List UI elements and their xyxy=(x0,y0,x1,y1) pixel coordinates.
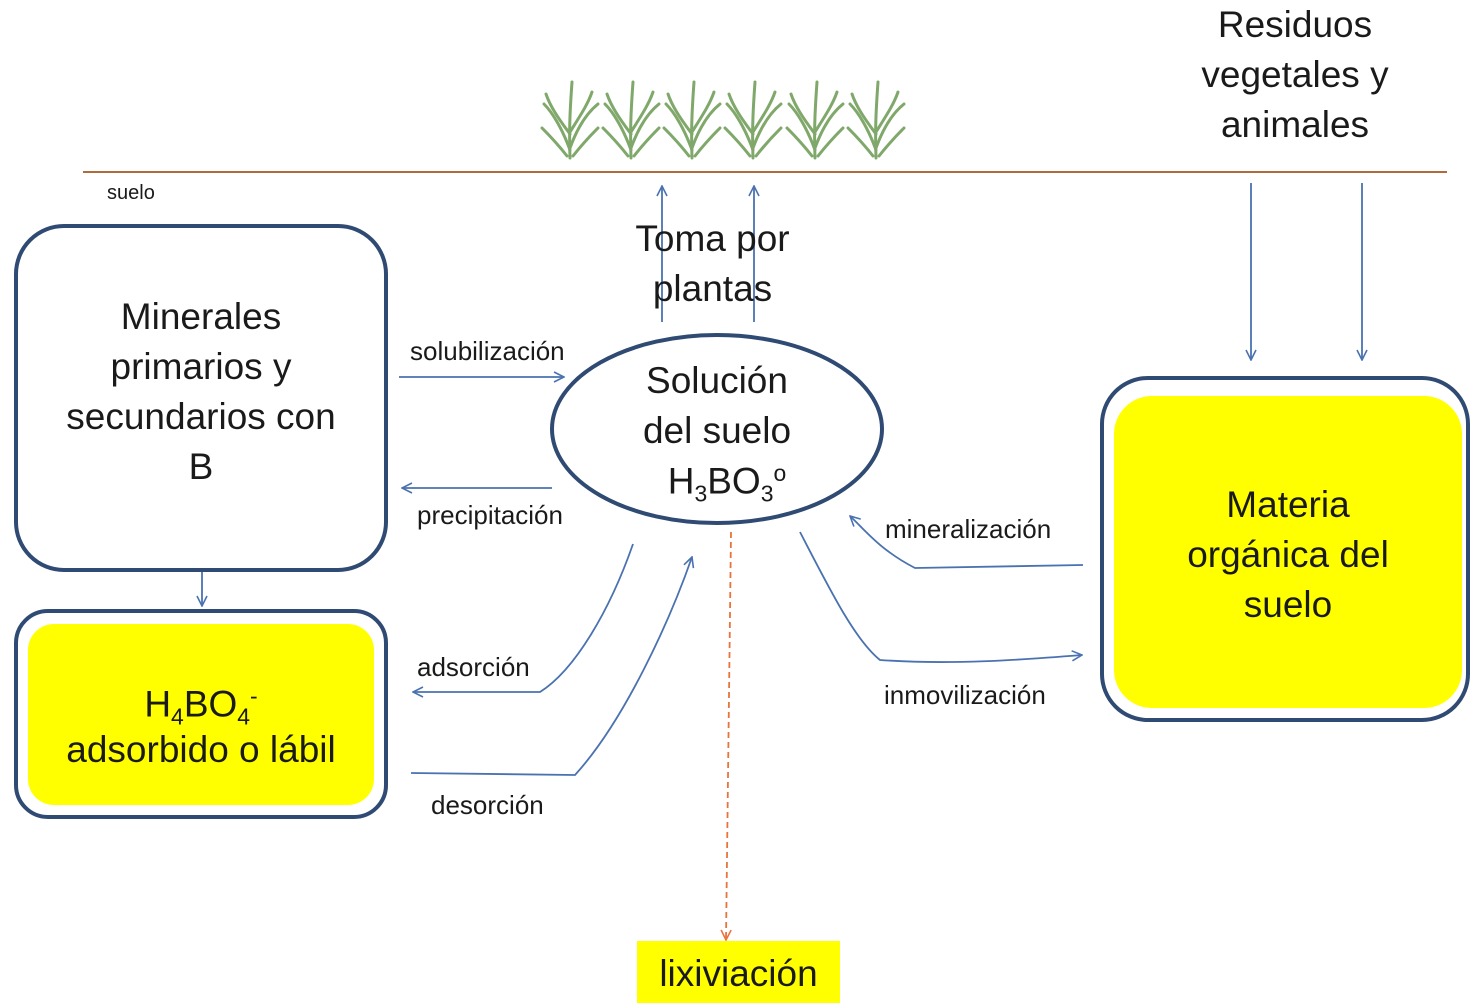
immobilization-label: inmovilización xyxy=(884,680,1046,710)
leaching-label: lixiviación xyxy=(659,953,818,994)
plant-icon xyxy=(601,80,661,160)
solution-formula: H3BO3o xyxy=(667,460,787,507)
plant-icon xyxy=(846,80,906,160)
mineralization-arrow xyxy=(850,516,1084,569)
immobilization-arrow xyxy=(799,531,1082,663)
uptake-label: Toma por plantas xyxy=(635,218,790,309)
solubilization-label: solubilización xyxy=(410,336,565,366)
minerals-label: Minerales primarios y secundarios con B xyxy=(66,296,336,487)
soil-solution-label: Solución del suelo H3BO3o xyxy=(597,362,837,512)
adsorption-label: adsorción xyxy=(417,652,530,682)
desorption-arrow xyxy=(410,557,692,776)
adsorption-arrow xyxy=(413,543,634,692)
organic-matter-label: Materia orgánica del suelo xyxy=(1187,484,1389,625)
organic-box-fill xyxy=(1114,396,1462,708)
desorption-label: desorción xyxy=(431,790,544,820)
plants-group xyxy=(540,80,906,160)
plant-icon xyxy=(540,80,600,160)
soil-label: suelo xyxy=(107,182,155,204)
adsorbed-box-fill xyxy=(28,624,374,805)
leaching-arrow xyxy=(726,531,732,940)
leaching-box xyxy=(637,941,840,1003)
adsorbed-formula: H4BO4- xyxy=(144,683,258,730)
plant-icon xyxy=(723,80,783,160)
soil-solution-ellipse xyxy=(550,333,884,525)
mineralization-label: mineralización xyxy=(885,514,1052,544)
residues-label: Residuos vegetales y animales xyxy=(1201,4,1389,145)
plant-icon xyxy=(785,80,845,160)
minerals-box xyxy=(14,224,388,572)
plant-icon xyxy=(662,80,722,160)
adsorbed-label: H4BO4- adsorbido o lábil xyxy=(30,685,372,781)
precipitation-label: precipitación xyxy=(417,500,563,530)
